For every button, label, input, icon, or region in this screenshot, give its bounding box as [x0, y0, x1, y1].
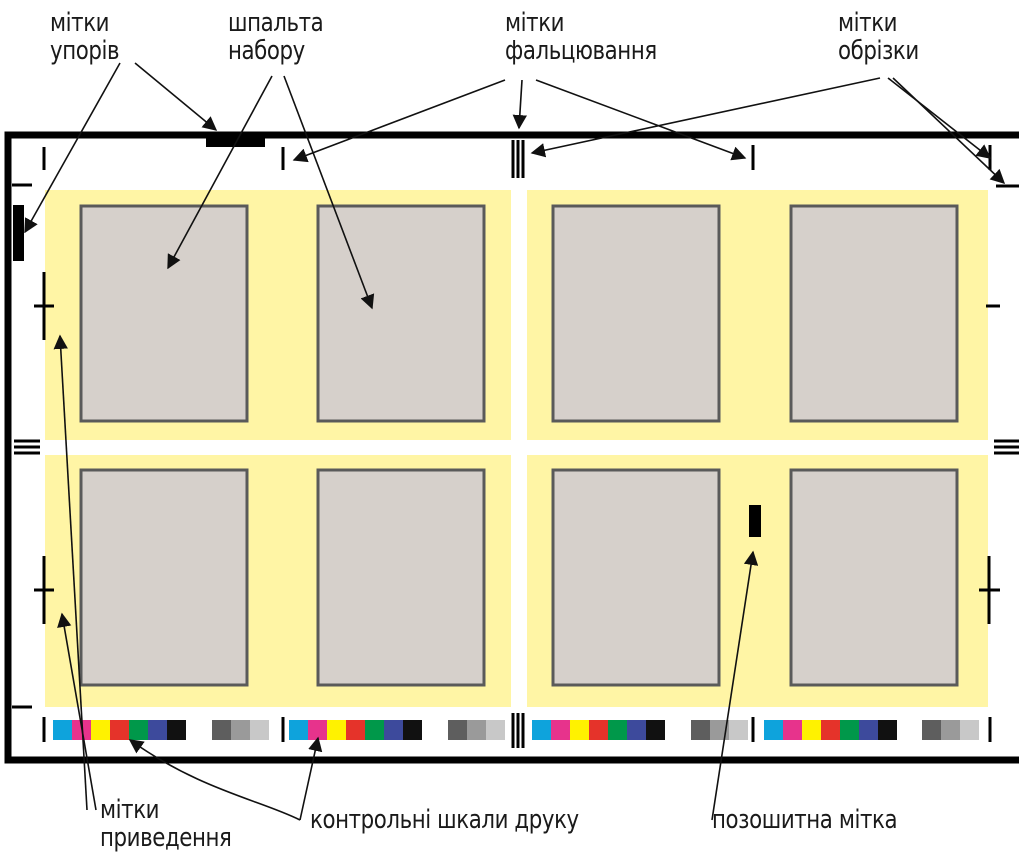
color-bar-ink-swatch	[365, 720, 384, 740]
color-bar-ink-swatch	[167, 720, 186, 740]
label-type-area-line2: набору	[228, 36, 305, 66]
color-bar-gray-swatch	[922, 720, 941, 740]
arrow-type-area-1	[167, 75, 273, 270]
color-bar-ink-swatch	[840, 720, 859, 740]
label-type-area-line1: шпальта	[228, 8, 324, 38]
label-lay-marks: мітки упорів	[50, 8, 120, 66]
color-bar-ink-swatch	[589, 720, 608, 740]
color-bar-gray-swatch	[486, 720, 505, 740]
color-control-strips	[53, 720, 979, 740]
label-trim-marks: мітки обрізки	[838, 9, 919, 65]
label-trim-marks-line2: обрізки	[838, 36, 919, 66]
arrow-collating	[711, 550, 759, 821]
color-bar-ink-swatch	[289, 720, 308, 740]
arrow-trim-2	[887, 77, 992, 159]
label-register-marks-line2: приведення	[100, 823, 232, 853]
label-lay-marks-line2: упорів	[50, 36, 120, 66]
color-bar-gray-swatch	[467, 720, 486, 740]
label-color-bars: контрольні шкали друку	[310, 805, 579, 835]
color-bar-ink-swatch	[53, 720, 72, 740]
color-bar-gray-swatch	[960, 720, 979, 740]
label-fold-marks-line2: фальцювання	[505, 36, 657, 66]
arrow-register-2	[57, 612, 97, 811]
color-bar-ink-swatch	[859, 720, 878, 740]
color-bar-ink-swatch	[327, 720, 346, 740]
label-trim-marks-line1: мітки	[838, 8, 898, 38]
label-fold-marks-line1: мітки	[505, 8, 565, 38]
color-bar-ink-swatch	[308, 720, 327, 740]
color-bar-ink-swatch	[570, 720, 589, 740]
color-bar-ink-swatch	[532, 720, 551, 740]
page-6	[316, 468, 486, 687]
leader-arrows	[24, 62, 1006, 821]
color-bar-ink-swatch	[110, 720, 129, 740]
lay-mark-top	[206, 136, 265, 147]
collating-mark	[749, 505, 761, 537]
color-bar-ink-swatch	[627, 720, 646, 740]
color-bar-ink-swatch	[821, 720, 840, 740]
page-8	[789, 468, 959, 687]
arrow-colorbar-right	[299, 736, 323, 821]
arrow-trim-3	[892, 77, 1006, 184]
color-bar-ink-swatch	[91, 720, 110, 740]
color-bar-gray-swatch	[212, 720, 231, 740]
color-bar-ink-swatch	[129, 720, 148, 740]
arrow-fold-right	[535, 79, 747, 161]
label-type-area: шпальта набору	[228, 8, 324, 66]
color-bar-ink-swatch	[646, 720, 665, 740]
page-7	[551, 468, 721, 687]
page-2	[316, 204, 486, 423]
label-fold-marks: мітки фальцювання	[505, 9, 657, 65]
color-bar-ink-swatch	[403, 720, 422, 740]
color-bar-ink-swatch	[384, 720, 403, 740]
lay-mark-left	[13, 205, 24, 261]
label-collating-mark: позошитна мітка	[712, 805, 898, 835]
label-register-marks: мітки приведення	[100, 795, 232, 853]
arrow-colorbar-left	[128, 739, 301, 821]
printers-marks	[12, 140, 1019, 748]
color-bar-ink-swatch	[764, 720, 783, 740]
color-bar-gray-swatch	[941, 720, 960, 740]
arrow-type-area-2	[283, 75, 375, 310]
color-bar-ink-swatch	[783, 720, 802, 740]
arrow-fold-left	[292, 79, 506, 163]
color-bar-gray-swatch	[729, 720, 748, 740]
arrow-fold-top	[512, 79, 527, 130]
page-5	[79, 468, 249, 687]
color-bar-ink-swatch	[802, 720, 821, 740]
sheet-border	[4, 131, 1019, 764]
label-lay-marks-line1: мітки	[50, 8, 110, 38]
color-bar-gray-swatch	[448, 720, 467, 740]
color-bar-gray-swatch	[231, 720, 250, 740]
color-bar-gray-swatch	[691, 720, 710, 740]
color-bar-ink-swatch	[148, 720, 167, 740]
page-4	[789, 204, 959, 423]
type-areas	[79, 204, 959, 687]
arrow-trim-1	[530, 77, 881, 158]
color-bar-ink-swatch	[346, 720, 365, 740]
arrow-lay-left	[24, 62, 121, 234]
color-bar-gray-swatch	[250, 720, 269, 740]
color-bar-ink-swatch	[878, 720, 897, 740]
page-3	[551, 204, 721, 423]
label-register-marks-line1: мітки	[100, 795, 160, 825]
color-bar-ink-swatch	[608, 720, 627, 740]
page-1	[79, 204, 249, 423]
color-bar-ink-swatch	[551, 720, 570, 740]
arrow-lay-top	[134, 62, 218, 131]
